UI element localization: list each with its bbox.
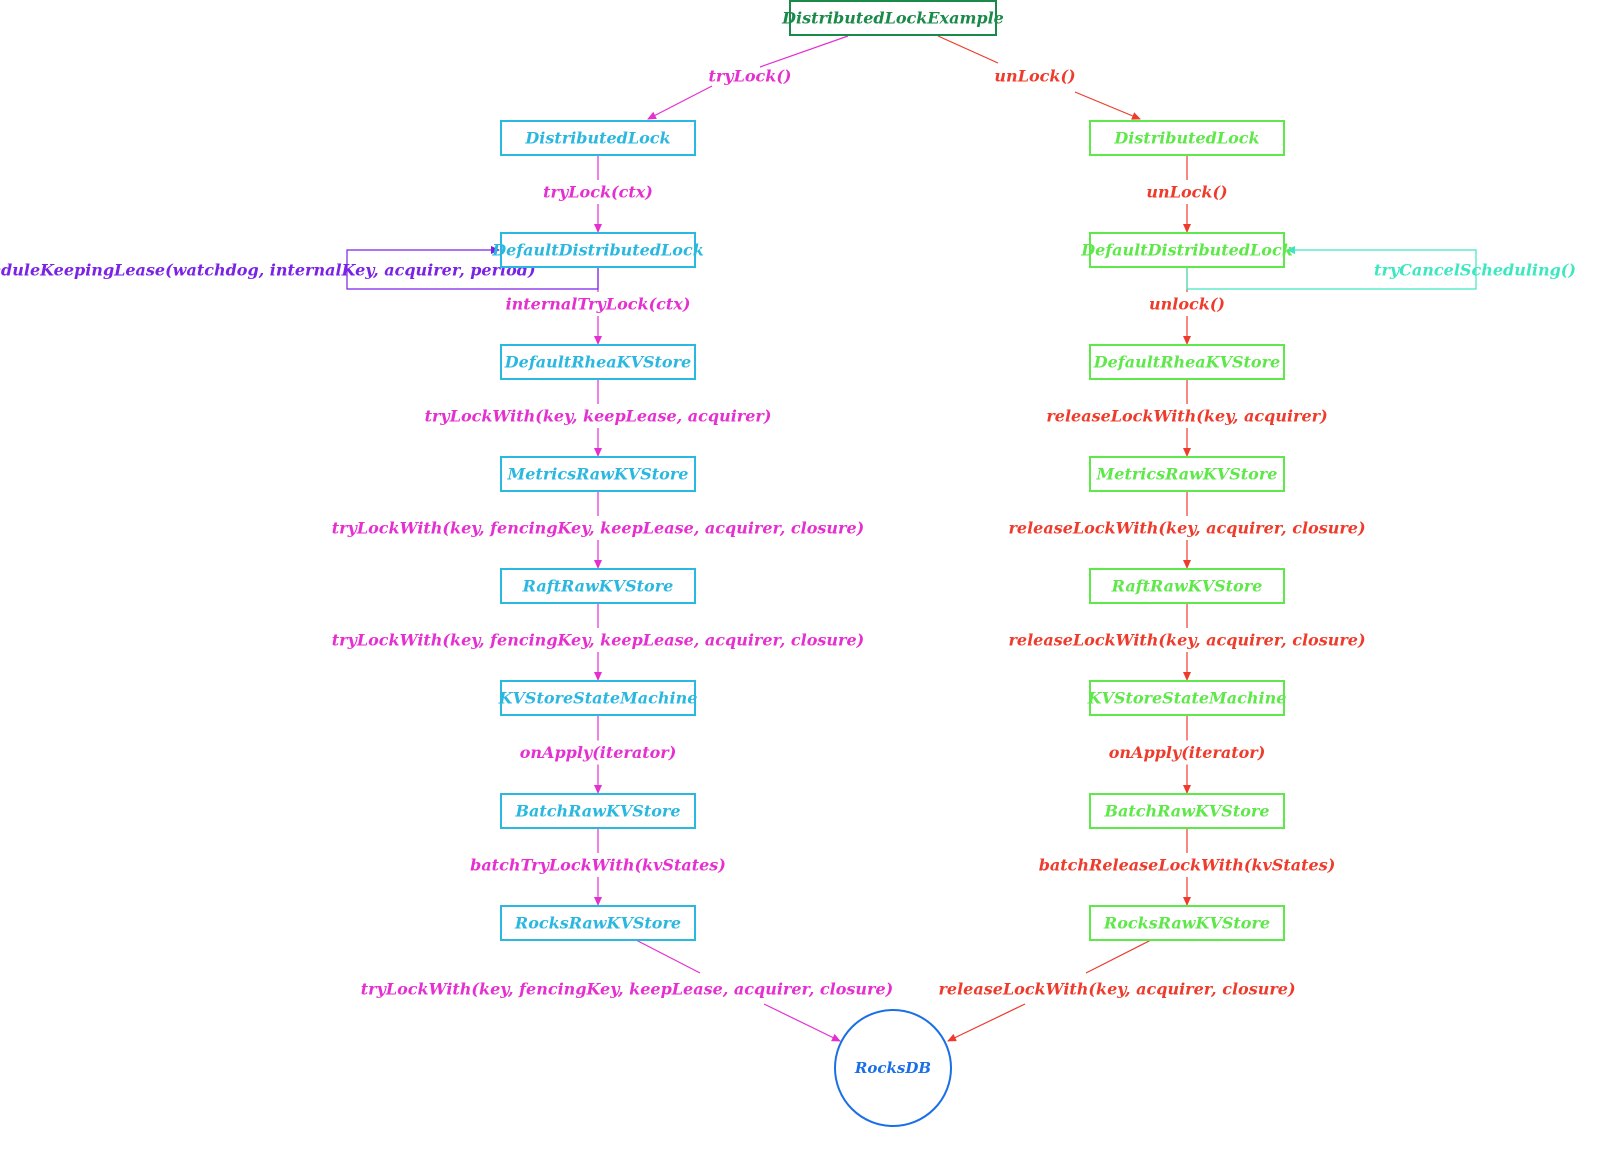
right-node-7-label: BatchRawKVStore <box>1103 802 1269 821</box>
right-node-5: RaftRawKVStore <box>1089 568 1285 604</box>
root-node: DistributedLockExample <box>781 0 1004 36</box>
left-node-4: MetricsRawKVStore <box>500 456 696 492</box>
left-node-6-label: KVStoreStateMachine <box>498 689 698 708</box>
left-node-6-box <box>500 680 696 716</box>
call-root-left: tryLock() <box>708 67 791 86</box>
labels-layer: tryLock() unLock() tryLock(ctx) unLock() int… <box>0 67 1576 999</box>
left-node-7-box <box>500 793 696 829</box>
call-right-5: releaseLockWith(key, acquirer, closure) <box>1008 631 1365 650</box>
right-node-1-box <box>1089 120 1285 156</box>
left-node-5-label: RaftRawKVStore <box>522 577 674 596</box>
loop-schedule-keeping-lease <box>346 246 599 290</box>
left-node-3: DefaultRheaKVStore <box>500 344 696 380</box>
rocksdb-node: RocksDB <box>834 1009 952 1127</box>
call-right-6: onApply(iterator) <box>1109 743 1266 762</box>
right-node-1-label: DistributedLock <box>1113 129 1259 148</box>
left-node-5-box <box>500 568 696 604</box>
edge-root-right-b <box>1074 91 1141 120</box>
left-node-1-box <box>500 120 696 156</box>
call-right-7: batchReleaseLockWith(kvStates) <box>1039 856 1336 875</box>
call-left-8: tryLockWith(key, fencingKey, keepLease, … <box>361 980 893 999</box>
rocksdb-label: RocksDB <box>854 1059 931 1077</box>
right-node-8-box <box>1089 905 1285 941</box>
edge-right-8-b <box>947 1003 1026 1042</box>
left-node-2: DefaultDistributedLock <box>491 232 704 268</box>
right-node-7: BatchRawKVStore <box>1089 793 1285 829</box>
call-left-5: tryLockWith(key, fencingKey, keepLease, … <box>332 631 864 650</box>
call-left-1: tryLock(ctx) <box>543 183 653 202</box>
edge-left-8-b <box>763 1003 841 1042</box>
call-left-4: tryLockWith(key, fencingKey, keepLease, … <box>332 519 864 538</box>
root-node-box <box>789 0 997 36</box>
right-node-2: DefaultDistributedLock <box>1080 232 1293 268</box>
call-schedule-keeping-lease: scheduleKeepingLease(watchdog, internalK… <box>0 261 536 280</box>
call-right-3: releaseLockWith(key, acquirer) <box>1046 407 1327 426</box>
right-node-4-box <box>1089 456 1285 492</box>
right-node-4-label: MetricsRawKVStore <box>1096 465 1278 484</box>
left-node-6: KVStoreStateMachine <box>498 680 698 716</box>
edge-root-left-b <box>647 85 713 120</box>
call-left-6: onApply(iterator) <box>520 743 677 762</box>
left-node-4-label: MetricsRawKVStore <box>507 465 689 484</box>
left-node-3-box <box>500 344 696 380</box>
call-left-2: internalTryLock(ctx) <box>506 295 691 314</box>
left-node-2-box <box>500 232 696 268</box>
edge-root-right-a <box>937 35 999 64</box>
edge-root-left-a <box>759 35 849 68</box>
left-node-8-label: RocksRawKVStore <box>514 914 681 933</box>
root-node-label: DistributedLockExample <box>781 9 1004 28</box>
nodes-layer: DistributedLockExampleDistributedLockDef… <box>491 0 1293 1127</box>
right-node-3-box <box>1089 344 1285 380</box>
right-node-8-label: RocksRawKVStore <box>1103 914 1270 933</box>
left-node-3-label: DefaultRheaKVStore <box>504 353 691 372</box>
call-right-4: releaseLockWith(key, acquirer, closure) <box>1008 519 1365 538</box>
left-node-1: DistributedLock <box>500 120 696 156</box>
call-left-7: batchTryLockWith(kvStates) <box>470 856 726 875</box>
call-right-2: unlock() <box>1149 295 1225 314</box>
left-node-2-label: DefaultDistributedLock <box>491 241 704 260</box>
right-node-2-box <box>1089 232 1285 268</box>
right-node-3-label: DefaultRheaKVStore <box>1093 353 1280 372</box>
right-node-8: RocksRawKVStore <box>1089 905 1285 941</box>
left-node-5: RaftRawKVStore <box>500 568 696 604</box>
edge-right-8-a <box>1085 939 1152 974</box>
left-node-7: BatchRawKVStore <box>500 793 696 829</box>
right-node-5-box <box>1089 568 1285 604</box>
left-node-8-box <box>500 905 696 941</box>
right-node-2-label: DefaultDistributedLock <box>1080 241 1293 260</box>
right-node-6-box <box>1089 680 1285 716</box>
left-node-7-label: BatchRawKVStore <box>514 802 680 821</box>
edge-left-8-a <box>635 939 701 974</box>
call-try-cancel-scheduling: tryCancelScheduling() <box>1374 261 1576 280</box>
right-node-1: DistributedLock <box>1089 120 1285 156</box>
right-node-5-label: RaftRawKVStore <box>1111 577 1263 596</box>
rocksdb-circle <box>834 1009 952 1127</box>
right-node-3: DefaultRheaKVStore <box>1089 344 1285 380</box>
left-node-1-label: DistributedLock <box>524 129 670 148</box>
right-node-4: MetricsRawKVStore <box>1089 456 1285 492</box>
right-node-6: KVStoreStateMachine <box>1087 680 1287 716</box>
call-right-8: releaseLockWith(key, acquirer, closure) <box>938 980 1295 999</box>
call-root-right: unLock() <box>994 67 1075 86</box>
loop-try-cancel-scheduling <box>1186 246 1477 290</box>
left-node-4-box <box>500 456 696 492</box>
right-node-6-label: KVStoreStateMachine <box>1087 689 1287 708</box>
right-node-7-box <box>1089 793 1285 829</box>
call-left-3: tryLockWith(key, keepLease, acquirer) <box>425 407 772 426</box>
left-node-8: RocksRawKVStore <box>500 905 696 941</box>
edges-layer <box>346 35 1477 1042</box>
call-right-1: unLock() <box>1146 183 1227 202</box>
